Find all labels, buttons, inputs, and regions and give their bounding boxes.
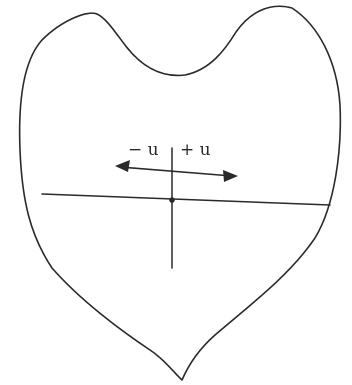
heart-outline: [20, 6, 341, 380]
double-arrow-line: [120, 167, 232, 176]
label-minus-u: − u: [128, 140, 159, 160]
left-arrowhead-icon: [115, 160, 130, 172]
center-dot: [169, 197, 175, 203]
label-plus-u: + u: [180, 140, 211, 160]
horizontal-line: [42, 194, 330, 205]
right-arrowhead-icon: [223, 170, 238, 182]
